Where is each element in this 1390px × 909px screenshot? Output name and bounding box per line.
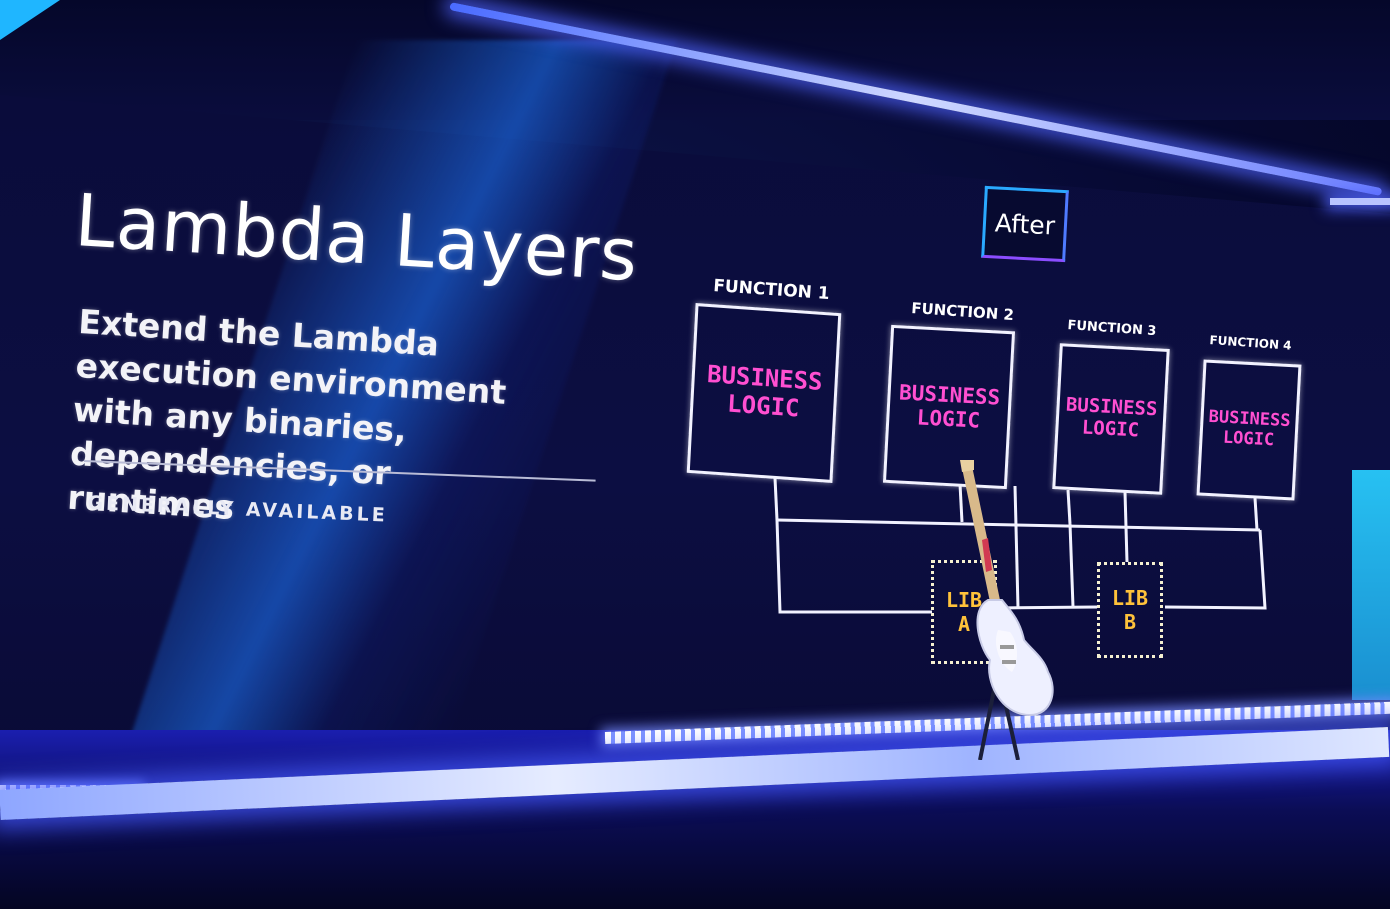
business-logic-line2: LOGIC [916, 405, 981, 433]
library-b-line1: LIB [1111, 586, 1149, 610]
function-4-box: BUSINESS LOGIC [1196, 359, 1302, 501]
connector-fn4 [1253, 497, 1259, 531]
connector-lib-a [1013, 485, 1020, 609]
business-logic-line2: LOGIC [1222, 427, 1275, 451]
business-logic-line1: BUSINESS [898, 380, 1001, 410]
connector-bus-bottom-mid [994, 605, 1098, 610]
guitar-on-stand [960, 460, 1054, 760]
connector-lib-b [1123, 491, 1129, 563]
library-a-line1: LIB [945, 588, 983, 612]
function-1-box: BUSINESS LOGIC [686, 303, 842, 483]
connector-fn1 [773, 477, 779, 521]
connector-bus-top [776, 518, 1261, 532]
connector-fn3 [1066, 489, 1072, 525]
right-side-screen [1352, 470, 1390, 700]
business-logic-line2: LOGIC [1081, 416, 1140, 442]
library-a-line2: A [957, 612, 971, 636]
ceiling-led-strip-right [1330, 198, 1390, 205]
after-badge: After [981, 185, 1069, 263]
connector-bus-bottom-right [1164, 529, 1267, 610]
connector-mid [1068, 523, 1075, 608]
library-b-box: LIB B [1097, 562, 1163, 658]
connector-bus-bottom [775, 519, 932, 614]
connector-fn2 [958, 483, 964, 523]
business-logic-line2: LOGIC [726, 389, 801, 423]
library-b-line2: B [1123, 610, 1137, 634]
ceiling [0, 0, 1390, 120]
